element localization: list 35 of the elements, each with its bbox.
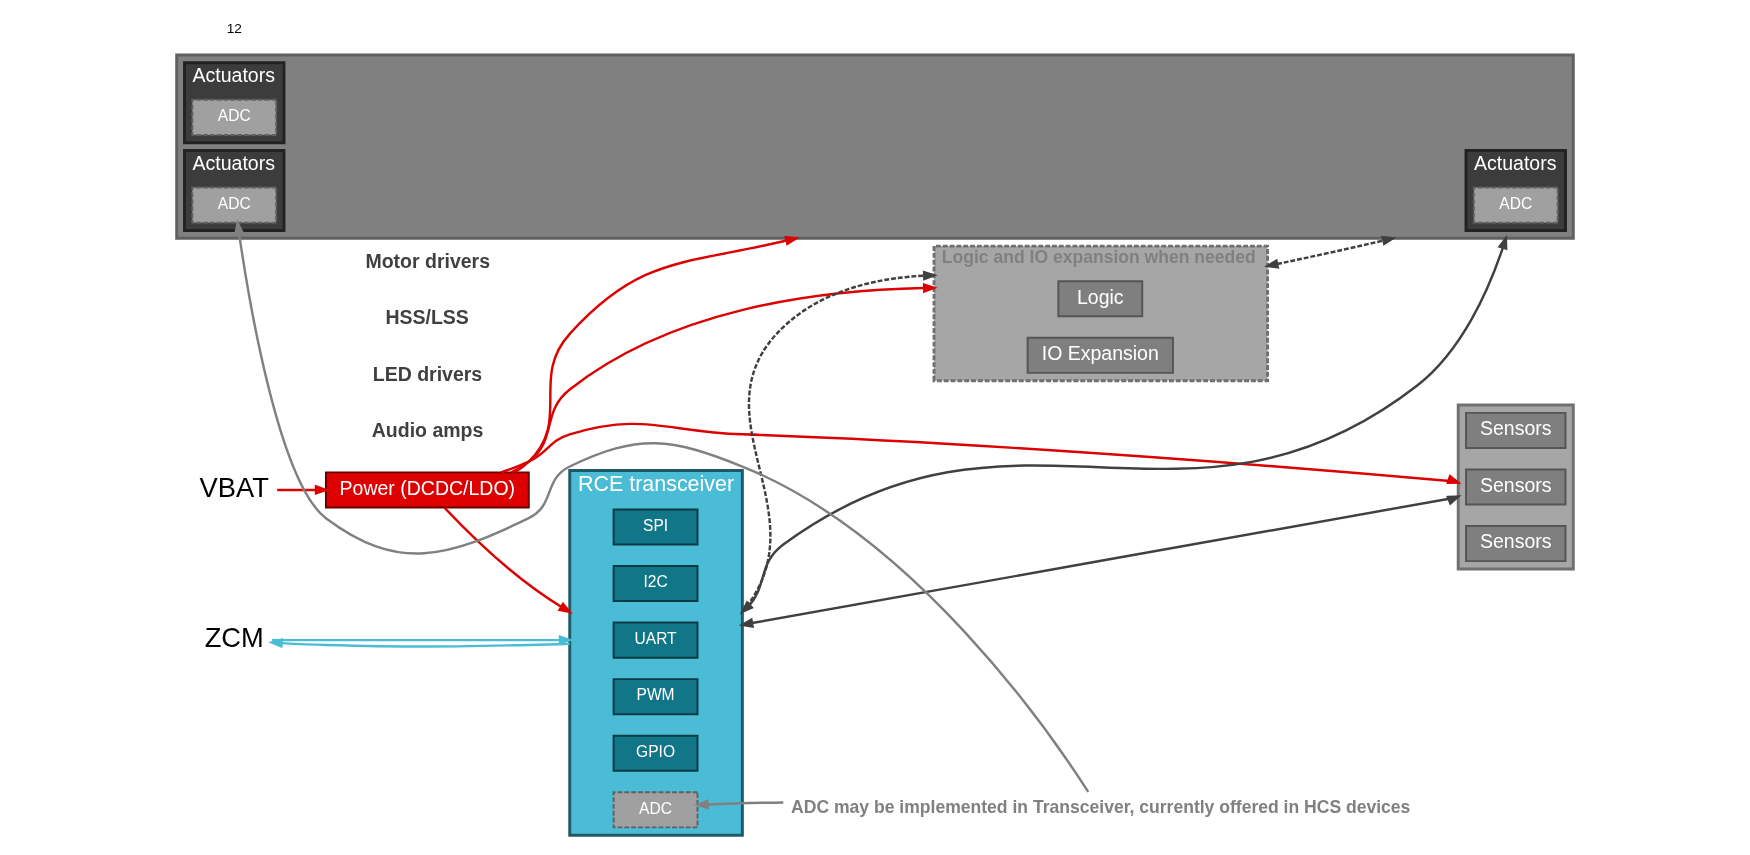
- arrow: [277, 484, 330, 496]
- node-box: GPIO: [612, 734, 699, 772]
- node-label: HSS/LSS: [385, 306, 469, 329]
- node-box: Power (DCDC/LDO): [324, 471, 530, 509]
- node-box: Sensors: [1465, 468, 1567, 506]
- node-box: I2C: [612, 565, 699, 603]
- node-box: Sensors: [1465, 525, 1567, 563]
- node-label: Audio amps: [371, 419, 484, 442]
- cluster: [175, 53, 1575, 240]
- node-label: LED drivers: [372, 362, 483, 385]
- node-box: SPI: [612, 508, 699, 546]
- node-box: Logic: [1057, 280, 1144, 318]
- node-text: ZCM: [204, 621, 264, 653]
- arrow: [1263, 235, 1397, 269]
- node-text: ADC may be implemented in Transceiver, currently offered in HCS devices: [791, 797, 1411, 818]
- node-box: Sensors: [1465, 411, 1567, 449]
- arrow: [272, 635, 574, 646]
- node-box: UART: [612, 621, 699, 659]
- node-label: Motor drivers: [365, 249, 491, 272]
- node-box: IO Expansion: [1026, 336, 1174, 374]
- cluster: [1456, 403, 1575, 571]
- arrow: [268, 638, 570, 649]
- node-box: ADC: [1472, 186, 1559, 224]
- label: 12: [226, 21, 242, 37]
- node-box: ADC: [191, 98, 278, 136]
- node-box: PWM: [612, 678, 699, 716]
- arrow: [694, 799, 784, 810]
- node-text: VBAT: [199, 471, 269, 503]
- arrow: [234, 219, 1090, 793]
- node-box: ADC: [191, 186, 278, 224]
- node-box: ADC: [612, 791, 699, 829]
- arrow: [510, 282, 938, 474]
- arrow: [443, 506, 573, 614]
- arrow: [514, 235, 800, 474]
- arrow: [500, 422, 1462, 484]
